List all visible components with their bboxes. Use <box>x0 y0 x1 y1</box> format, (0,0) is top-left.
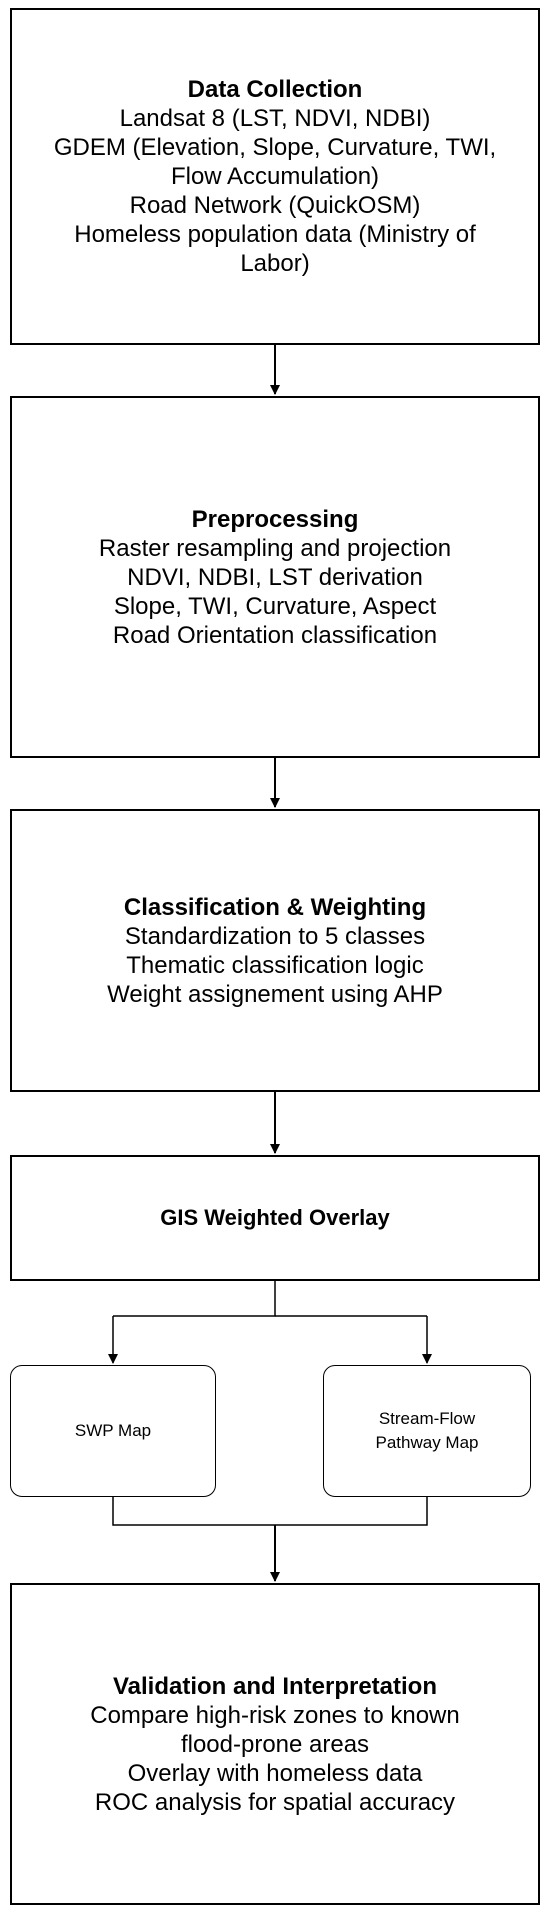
validation-line: flood-prone areas <box>180 1730 370 1758</box>
data-collection-line: GDEM (Elevation, Slope, Curvature, TWI, <box>53 134 497 161</box>
stream-flow-map-label: Stream-Flow <box>378 1409 476 1428</box>
data-collection-line: Labor) <box>240 250 310 277</box>
split-line-overlay <box>113 1281 276 1317</box>
classification-line: Standardization to 5 classes <box>124 922 426 950</box>
swp-map-box: SWP Map <box>10 1365 216 1497</box>
data-collection-title: Data Collection <box>187 76 363 103</box>
stream-flow-map-label: Pathway Map <box>375 1433 479 1452</box>
data-collection-line: Flow Accumulation) <box>170 163 380 190</box>
classification-box: Classification & Weighting Standardizati… <box>10 809 540 1092</box>
data-collection-line: Road Network (QuickOSM) <box>129 192 421 219</box>
classification-line: Thematic classification logic <box>126 951 424 979</box>
gis-overlay-box: GIS Weighted Overlay <box>10 1155 540 1281</box>
preprocessing-line: Raster resampling and projection <box>98 534 452 562</box>
validation-line: Overlay with homeless data <box>127 1759 423 1787</box>
data-collection-line: Homeless population data (Ministry of <box>74 221 476 248</box>
preprocessing-line: Slope, TWI, Curvature, Aspect <box>113 592 437 620</box>
preprocessing-line: Road Orientation classification <box>112 621 438 649</box>
validation-line: Compare high-risk zones to known <box>90 1701 460 1729</box>
stream-flow-map-box: Stream-Flow Pathway Map <box>323 1365 531 1497</box>
merge-line <box>112 1497 428 1526</box>
validation-title: Validation and Interpretation <box>112 1672 438 1700</box>
preprocessing-title: Preprocessing <box>191 505 359 533</box>
preprocessing-box: Preprocessing Raster resampling and proj… <box>10 396 540 758</box>
validation-line: ROC analysis for spatial accuracy <box>94 1788 456 1816</box>
gis-overlay-title: GIS Weighted Overlay <box>160 1205 390 1230</box>
validation-box: Validation and Interpretation Compare hi… <box>10 1583 540 1905</box>
swp-map-label: SWP Map <box>74 1421 152 1440</box>
preprocessing-line: NDVI, NDBI, LST derivation <box>127 563 423 591</box>
data-collection-line: Landsat 8 (LST, NDVI, NDBI) <box>119 105 431 132</box>
classification-line: Weight assignement using AHP <box>107 980 443 1008</box>
classification-title: Classification & Weighting <box>123 893 427 921</box>
data-collection-box: Data Collection Landsat 8 (LST, NDVI, ND… <box>10 8 540 345</box>
